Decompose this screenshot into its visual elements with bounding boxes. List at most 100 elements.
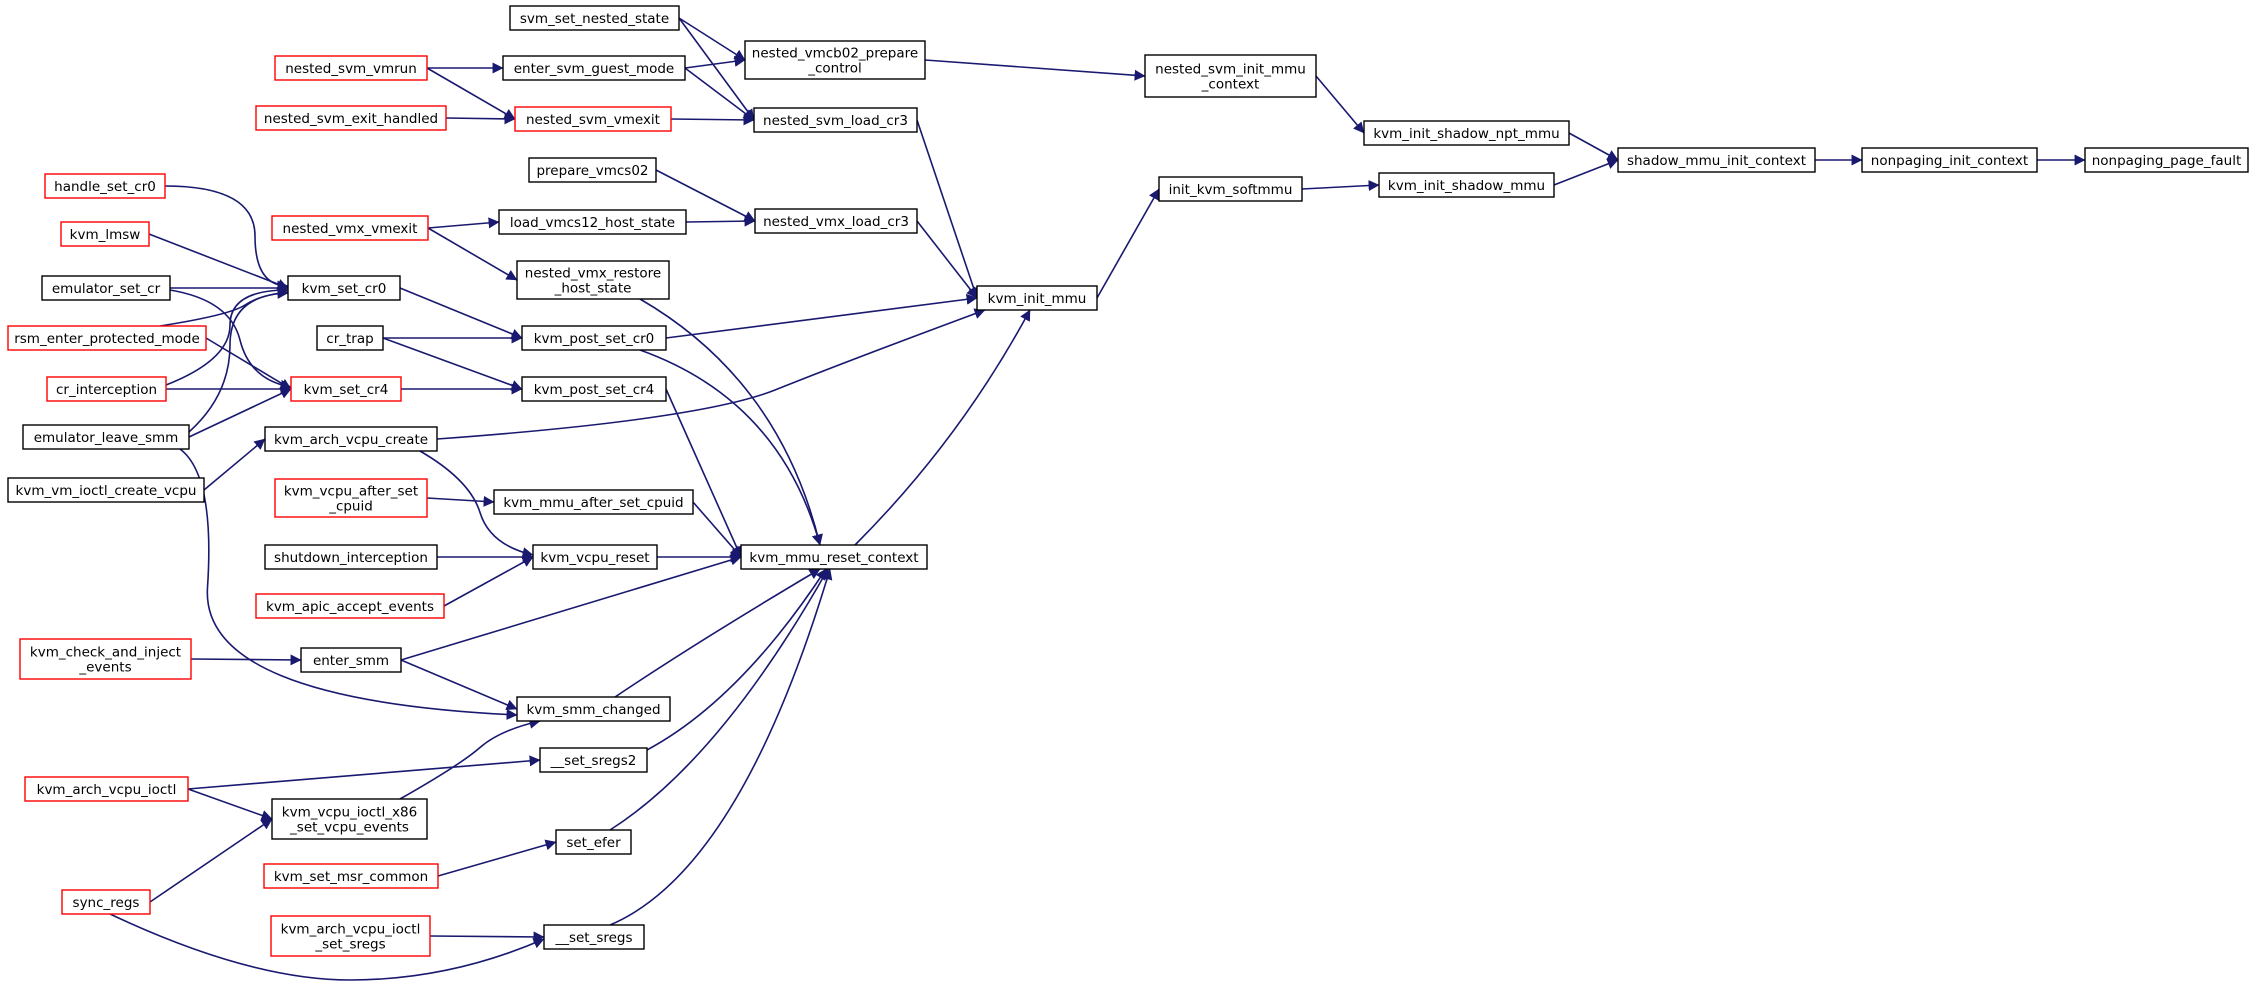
edge-kvm_lmsw-to-kvm_set_cr0 bbox=[148, 233, 289, 290]
edge-handle_set_cr0-to-kvm_set_cr0 bbox=[164, 185, 289, 292]
node-cr_trap[interactable]: cr_trap bbox=[316, 325, 384, 351]
edge-load_vmcs12_host_state-to-nested_vmx_load_cr3 bbox=[685, 215, 756, 227]
node-kvm_arch_vcpu_ioctl_set_sregs[interactable]: kvm_arch_vcpu_ioctl_set_sregs bbox=[270, 915, 431, 957]
node-nonpaging_init_context[interactable]: nonpaging_init_context bbox=[1861, 147, 2038, 173]
node-box bbox=[24, 776, 189, 802]
node-emulator_leave_smm[interactable]: emulator_leave_smm bbox=[22, 424, 190, 450]
edge-sync_regs-to-__set_sregs bbox=[109, 913, 545, 981]
node-svm_set_nested_state[interactable]: svm_set_nested_state bbox=[509, 5, 680, 31]
node-kvm_lmsw[interactable]: kvm_lmsw bbox=[60, 221, 150, 247]
node-label: nested_vmcb02_prepare bbox=[752, 46, 918, 62]
node-kvm_post_set_cr4[interactable]: kvm_post_set_cr4 bbox=[521, 376, 667, 402]
node-box bbox=[271, 215, 429, 241]
edge-nested_svm_vmexit-to-nested_svm_load_cr3 bbox=[670, 114, 755, 126]
node-enter_svm_guest_mode[interactable]: enter_svm_guest_mode bbox=[502, 55, 686, 81]
node-label: kvm_lmsw bbox=[70, 227, 141, 243]
edge-kvm_init_shadow_npt_mmu-to-shadow_mmu_init_context bbox=[1568, 132, 1619, 161]
node-box bbox=[44, 173, 166, 199]
edge-kvm_init_mmu-to-init_kvm_softmmu bbox=[1096, 188, 1160, 299]
node-__set_sregs[interactable]: __set_sregs bbox=[543, 924, 645, 950]
node-nested_vmcb02_prepare_control[interactable]: nested_vmcb02_prepare_control bbox=[744, 40, 926, 80]
edge-rsm_enter_protected_mode-to-kvm_set_cr4 bbox=[205, 337, 292, 390]
node-set_efer[interactable]: set_efer bbox=[555, 829, 632, 855]
node-kvm_init_shadow_mmu[interactable]: kvm_init_shadow_mmu bbox=[1378, 172, 1555, 198]
node-nested_svm_load_cr3[interactable]: nested_svm_load_cr3 bbox=[753, 107, 918, 133]
node-nested_svm_exit_handled[interactable]: nested_svm_exit_handled bbox=[255, 105, 447, 131]
node-nested_svm_vmrun[interactable]: nested_svm_vmrun bbox=[274, 55, 428, 81]
edge-emulator_leave_smm-to-kvm_set_cr0 bbox=[188, 287, 289, 433]
node-box bbox=[516, 260, 670, 300]
node-label: kvm_init_mmu bbox=[988, 291, 1087, 307]
node-emulator_set_cr[interactable]: emulator_set_cr bbox=[41, 275, 171, 301]
node-nested_vmx_vmexit[interactable]: nested_vmx_vmexit bbox=[271, 215, 429, 241]
edge-rsm_enter_protected_mode-to-kvm_set_cr0 bbox=[159, 287, 289, 327]
node-box bbox=[744, 40, 926, 80]
node-kvm_arch_vcpu_ioctl[interactable]: kvm_arch_vcpu_ioctl bbox=[24, 776, 189, 802]
node-kvm_vcpu_ioctl_x86_set_vcpu_events[interactable]: kvm_vcpu_ioctl_x86_set_vcpu_events bbox=[271, 798, 428, 840]
node-label: kvm_init_shadow_mmu bbox=[1388, 178, 1545, 194]
node-box bbox=[528, 157, 657, 183]
edge-kvm_arch_vcpu_ioctl_set_sregs-to-__set_sregs bbox=[429, 931, 545, 943]
node-kvm_check_and_inject_events[interactable]: kvm_check_and_inject_events bbox=[19, 638, 192, 680]
node-shadow_mmu_init_context[interactable]: shadow_mmu_init_context bbox=[1617, 147, 1816, 173]
node-nested_vmx_restore_host_state[interactable]: nested_vmx_restore_host_state bbox=[516, 260, 670, 300]
node-box bbox=[1378, 172, 1555, 198]
edge-cr_trap-to-kvm_post_set_cr4 bbox=[382, 337, 523, 391]
node-box bbox=[287, 275, 401, 301]
node-label: _cpuid bbox=[328, 499, 373, 515]
node-kvm_vcpu_after_set_cpuid[interactable]: kvm_vcpu_after_set_cpuid bbox=[274, 478, 428, 518]
node-kvm_set_msr_common[interactable]: kvm_set_msr_common bbox=[263, 863, 439, 889]
node-box bbox=[1861, 147, 2038, 173]
node-label: __set_sregs bbox=[554, 930, 632, 946]
node-nested_svm_init_mmu_context[interactable]: nested_svm_init_mmu_context bbox=[1144, 54, 1317, 98]
node-kvm_vm_ioctl_create_vcpu[interactable]: kvm_vm_ioctl_create_vcpu bbox=[7, 477, 205, 503]
edge-nested_svm_vmrun-to-nested_svm_vmexit bbox=[426, 67, 516, 120]
node-box bbox=[300, 647, 402, 673]
node-box bbox=[7, 325, 207, 351]
node-kvm_init_mmu[interactable]: kvm_init_mmu bbox=[976, 285, 1098, 311]
node-nested_svm_vmexit[interactable]: nested_svm_vmexit bbox=[514, 106, 672, 132]
node-box bbox=[543, 924, 645, 950]
node-label: nested_svm_vmrun bbox=[285, 61, 417, 77]
node-prepare_vmcs02[interactable]: prepare_vmcs02 bbox=[528, 157, 657, 183]
node-handle_set_cr0[interactable]: handle_set_cr0 bbox=[44, 173, 166, 199]
node-kvm_apic_accept_events[interactable]: kvm_apic_accept_events bbox=[255, 593, 445, 619]
node-kvm_mmu_after_set_cpuid[interactable]: kvm_mmu_after_set_cpuid bbox=[493, 489, 694, 515]
node-enter_smm[interactable]: enter_smm bbox=[300, 647, 402, 673]
edge-kvm_post_set_cr0-to-kvm_mmu_reset_context bbox=[639, 349, 823, 546]
edge-kvm_arch_vcpu_create-to-kvm_init_mmu bbox=[436, 308, 986, 440]
edge-kvm_post_set_cr0-to-kvm_init_mmu bbox=[665, 293, 978, 339]
node-label: nested_vmx_load_cr3 bbox=[763, 214, 909, 230]
node-nested_vmx_load_cr3[interactable]: nested_vmx_load_cr3 bbox=[754, 208, 918, 234]
node-sync_regs[interactable]: sync_regs bbox=[61, 889, 151, 915]
node-__set_sregs2[interactable]: __set_sregs2 bbox=[539, 747, 648, 773]
edge-kvm_arch_vcpu_create-to-kvm_vcpu_reset bbox=[419, 450, 534, 558]
edge-init_kvm_softmmu-to-kvm_init_shadow_mmu bbox=[1301, 180, 1380, 192]
node-box bbox=[1617, 147, 1816, 173]
node-kvm_vcpu_reset[interactable]: kvm_vcpu_reset bbox=[532, 544, 658, 570]
node-init_kvm_softmmu[interactable]: init_kvm_softmmu bbox=[1158, 176, 1303, 202]
edge-kvm_vcpu_after_set_cpuid-to-kvm_mmu_after_set_cpuid bbox=[426, 495, 495, 507]
node-rsm_enter_protected_mode[interactable]: rsm_enter_protected_mode bbox=[7, 325, 207, 351]
node-kvm_mmu_reset_context[interactable]: kvm_mmu_reset_context bbox=[740, 544, 928, 570]
node-kvm_smm_changed[interactable]: kvm_smm_changed bbox=[516, 696, 671, 722]
node-box bbox=[255, 593, 445, 619]
node-kvm_post_set_cr0[interactable]: kvm_post_set_cr0 bbox=[521, 325, 667, 351]
node-label: nested_svm_exit_handled bbox=[264, 111, 438, 127]
node-kvm_set_cr0[interactable]: kvm_set_cr0 bbox=[287, 275, 401, 301]
edge-nested_vmx_vmexit-to-nested_vmx_restore_host_state bbox=[427, 227, 518, 281]
edge-kvm_init_shadow_mmu-to-shadow_mmu_init_context bbox=[1553, 158, 1619, 186]
node-kvm_arch_vcpu_create[interactable]: kvm_arch_vcpu_create bbox=[264, 426, 438, 452]
node-kvm_set_cr4[interactable]: kvm_set_cr4 bbox=[290, 376, 402, 402]
node-label: _host_state bbox=[554, 281, 632, 297]
edge-emulator_leave_smm-to-kvm_set_cr4 bbox=[188, 388, 292, 438]
node-kvm_init_shadow_npt_mmu[interactable]: kvm_init_shadow_npt_mmu bbox=[1363, 120, 1570, 146]
node-nonpaging_page_fault[interactable]: nonpaging_page_fault bbox=[2084, 147, 2249, 173]
edge-nested_svm_init_mmu_context-to-kvm_init_shadow_npt_mmu bbox=[1315, 75, 1365, 134]
node-label: shadow_mmu_init_context bbox=[1627, 153, 1806, 169]
node-label: sync_regs bbox=[73, 895, 140, 911]
node-cr_interception[interactable]: cr_interception bbox=[46, 376, 167, 402]
node-shutdown_interception[interactable]: shutdown_interception bbox=[264, 544, 438, 570]
node-load_vmcs12_host_state[interactable]: load_vmcs12_host_state bbox=[498, 209, 687, 235]
node-box bbox=[61, 889, 151, 915]
